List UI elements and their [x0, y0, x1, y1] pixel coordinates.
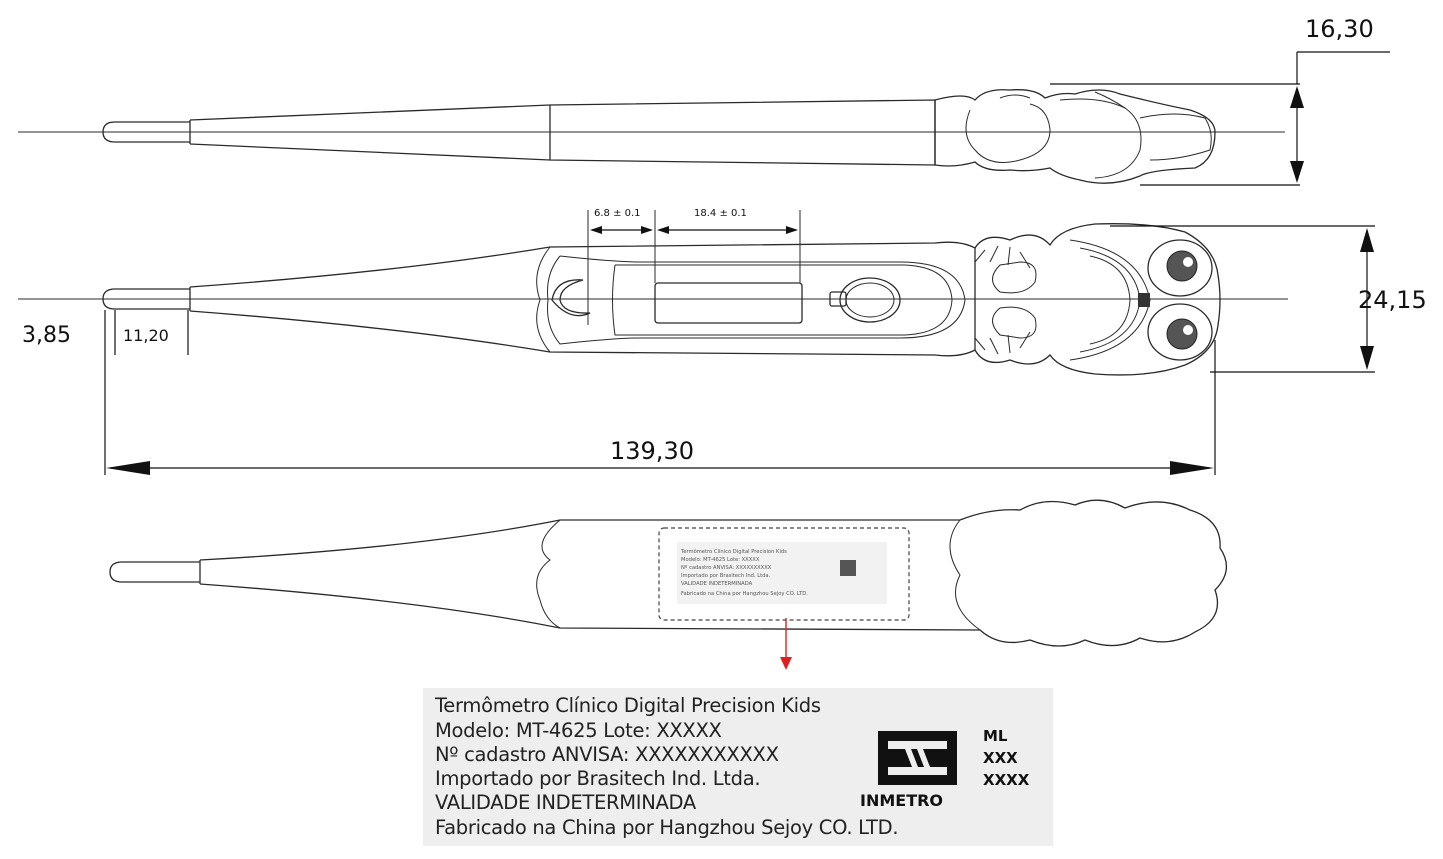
side-view — [18, 89, 1285, 184]
dim-display-width-label: 18.4 ± 0.1 — [694, 208, 747, 219]
small-label-line6: Fabricado na China por Hangzhou Sejoy CO… — [681, 591, 808, 597]
top-view — [18, 210, 1288, 376]
dim-tip-length-label: 11,20 — [123, 326, 169, 345]
small-label-line1: Termômetro Clínico Digital Precision Kid… — [680, 548, 787, 555]
power-button — [829, 277, 901, 323]
top-body — [189, 241, 976, 357]
small-label-line4: Importado por Brasitech Ind. Ltda. — [681, 573, 771, 579]
dim-total-length-label: 139,30 — [610, 437, 694, 465]
dim-width-top: 24,15 — [1110, 225, 1427, 373]
dim-tip: 3,85 11,20 — [22, 310, 189, 475]
dim-height-side: 16,30 — [1050, 15, 1390, 186]
top-probe-tip — [102, 288, 190, 310]
label-title: Termômetro Clínico Digital Precision Kid… — [435, 694, 821, 717]
inmetro-code-xxx: XXX — [983, 749, 1018, 767]
bottom-probe-tip — [109, 561, 200, 583]
label-model: Modelo: MT-4625 Lote: XXXXX — [435, 719, 722, 742]
inmetro-code-xxxx: XXXX — [983, 771, 1030, 789]
bottom-body — [199, 499, 1227, 647]
dim-width-top-label: 24,15 — [1358, 286, 1427, 314]
label-importer: Importado por Brasitech Ind. Ltda. — [435, 767, 761, 790]
product-label: Termômetro Clínico Digital Precision Kid… — [423, 688, 1053, 846]
small-label-line5: VALIDADE INDETERMINADA — [681, 581, 753, 587]
small-label-line3: Nº cadastro ANVISA: XXXXXXXXXX — [681, 565, 772, 571]
side-probe-tip — [102, 121, 190, 143]
pointer-arrow — [780, 618, 792, 670]
dim-height-side-label: 16,30 — [1305, 15, 1374, 43]
small-inmetro-logo — [840, 560, 856, 576]
brand-logo-swoosh — [551, 279, 591, 317]
small-label-outline — [658, 527, 910, 621]
small-label-line2: Modelo: MT-4625 Lote: XXXXX — [681, 557, 760, 563]
label-manufacturer: Fabricado na China por Hangzhou Sejoy CO… — [435, 816, 899, 839]
display-window — [654, 282, 803, 324]
top-frog-head — [974, 223, 1221, 376]
label-validity: VALIDADE INDETERMINADA — [435, 791, 696, 814]
label-anvisa: Nº cadastro ANVISA: XXXXXXXXXXX — [435, 743, 779, 766]
inmetro-logo-icon — [878, 731, 957, 785]
side-frog-head — [934, 89, 1216, 184]
inmetro-brand: INMETRO — [860, 791, 944, 810]
dim-total-length: 139,30 — [106, 340, 1216, 475]
dim-tip-diameter-label: 3,85 — [22, 323, 71, 348]
dim-display-offset-label: 6.8 ± 0.1 — [594, 208, 641, 219]
dim-display: 6.8 ± 0.1 18.4 ± 0.1 — [590, 208, 798, 234]
bottom-view: Termômetro Clínico Digital Precision Kid… — [109, 499, 1227, 647]
inmetro-code-ml: ML — [983, 727, 1008, 745]
